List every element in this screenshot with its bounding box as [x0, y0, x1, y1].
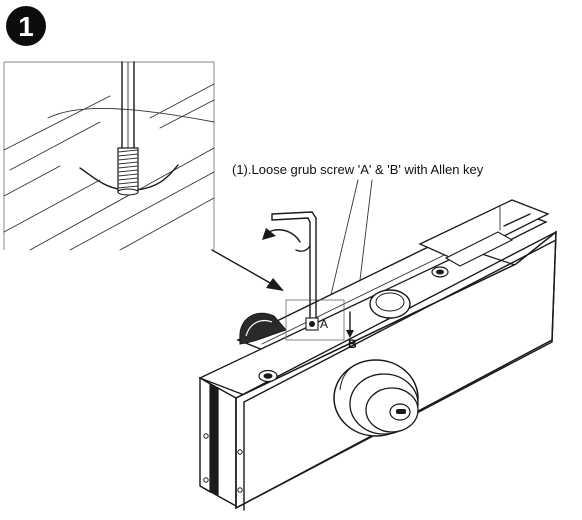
detail-inset — [3, 61, 215, 251]
zoom-callout-arrow — [211, 249, 284, 291]
grub-screw-a — [305, 317, 319, 331]
step-number-badge: 1 — [6, 6, 46, 46]
inset-allen-key — [121, 61, 135, 149]
label-b-marker — [346, 311, 354, 338]
label-a: A — [320, 317, 328, 331]
top-screw-left — [258, 369, 278, 383]
bolt-hole — [369, 289, 411, 319]
rotation-arrow-icon — [262, 228, 311, 252]
label-b: B — [348, 337, 357, 351]
cylinder-lock — [333, 359, 419, 437]
top-screw-right — [431, 266, 449, 278]
step-number: 1 — [18, 11, 34, 42]
instruction-text: (1).Loose grub screw 'A' & 'B' with Alle… — [232, 162, 484, 177]
inset-grub-screw — [117, 147, 139, 196]
lock-body — [198, 199, 557, 511]
allen-key-icon — [271, 211, 317, 319]
inset-hatching — [3, 83, 215, 251]
